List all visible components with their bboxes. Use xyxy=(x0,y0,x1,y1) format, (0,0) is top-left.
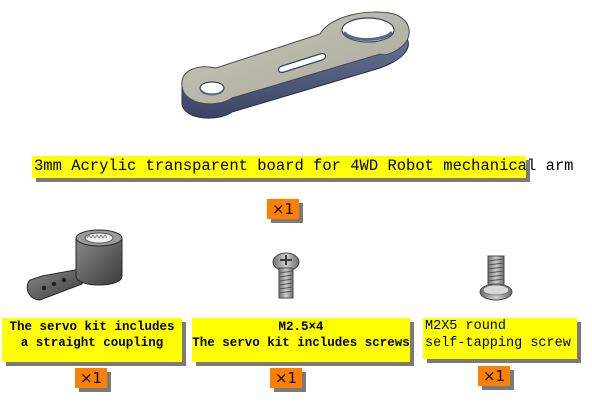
m2-5x4-screw-image xyxy=(272,252,300,299)
servo-coupling-caption-line-1: The servo kit includes xyxy=(9,320,175,334)
m2x5-screw-caption: M2X5 round self-tapping screw xyxy=(423,318,577,359)
m2-5x4-screw-caption-line-2: The servo kit includes screws xyxy=(192,335,410,350)
servo-coupling-quantity: ×1 xyxy=(75,368,107,388)
acrylic-arm-plate-image xyxy=(181,11,410,119)
m2-5x4-screw-quantity: ×1 xyxy=(270,368,302,388)
acrylic-board-quantity: ×1 xyxy=(267,199,299,219)
servo-coupling-caption: The servo kit includes a straight coupli… xyxy=(2,318,182,362)
m2-5x4-screw-caption-line-1: M2.5×4 xyxy=(278,320,324,334)
acrylic-board-caption-text: 3mm Acrylic transparent board for 4WD Ro… xyxy=(34,157,574,176)
m2x5-self-tapping-screw-image xyxy=(479,255,513,301)
acrylic-board-caption: 3mm Acrylic transparent board for 4WD Ro… xyxy=(32,156,574,178)
m2x5-screw-caption-line-1: M2X5 round xyxy=(425,319,507,334)
servo-horn-coupling-image xyxy=(26,229,123,301)
servo-coupling-caption-line-2: a straight coupling xyxy=(20,335,164,350)
m2x5-screw-quantity: ×1 xyxy=(478,366,510,386)
m2x5-screw-caption-line-2: self-tapping screw xyxy=(425,335,571,351)
m2-5x4-screw-caption: M2.5×4 The servo kit includes screws xyxy=(192,318,410,362)
